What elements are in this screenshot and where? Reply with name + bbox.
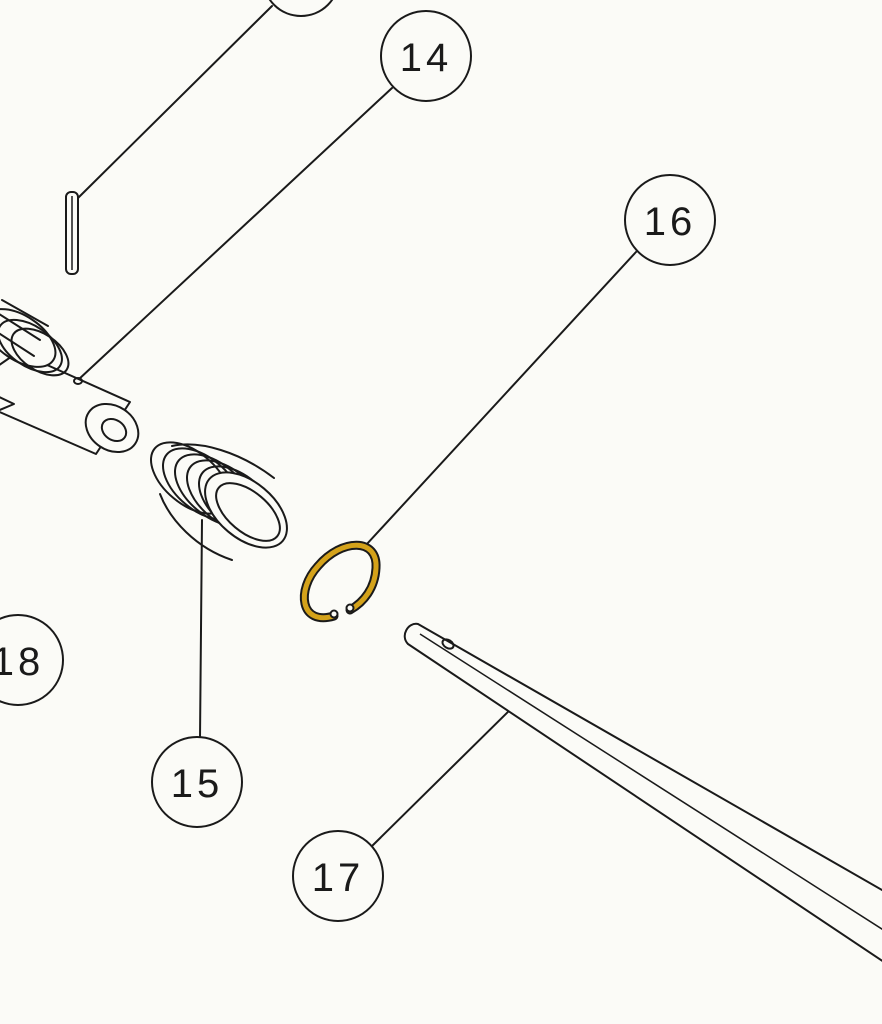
roll-pin: [65, 191, 79, 275]
callout-label: 15: [171, 762, 224, 806]
callout-circle: [292, 830, 384, 922]
callout-13: [268, 0, 334, 17]
leader-17: [369, 699, 521, 849]
callout-14: 14: [380, 10, 472, 102]
leader-14: [77, 87, 393, 381]
callout-circle: [380, 10, 472, 102]
callout-17: 17: [292, 830, 384, 922]
callout-label: 17: [312, 856, 365, 900]
leader-16: [365, 251, 637, 546]
leader-13: [77, 5, 273, 199]
callout-label: 18: [0, 640, 44, 684]
callout-label: 16: [644, 200, 697, 244]
leader-lines: [77, 5, 637, 849]
push-rod: [403, 622, 882, 962]
coil-spring: [149, 441, 288, 561]
callout-circle: [0, 614, 64, 706]
callout-15: 15: [151, 736, 243, 828]
callout-label: 14: [400, 36, 453, 80]
callout-circle: [151, 736, 243, 828]
leader-15: [199, 519, 203, 739]
threaded-shaft: [0, 299, 140, 455]
callout-circle: [268, 0, 334, 17]
callout-16: 16: [624, 174, 716, 266]
callout-circle: [624, 174, 716, 266]
retaining-ring: [299, 540, 381, 623]
callout-18: 18: [0, 614, 64, 706]
